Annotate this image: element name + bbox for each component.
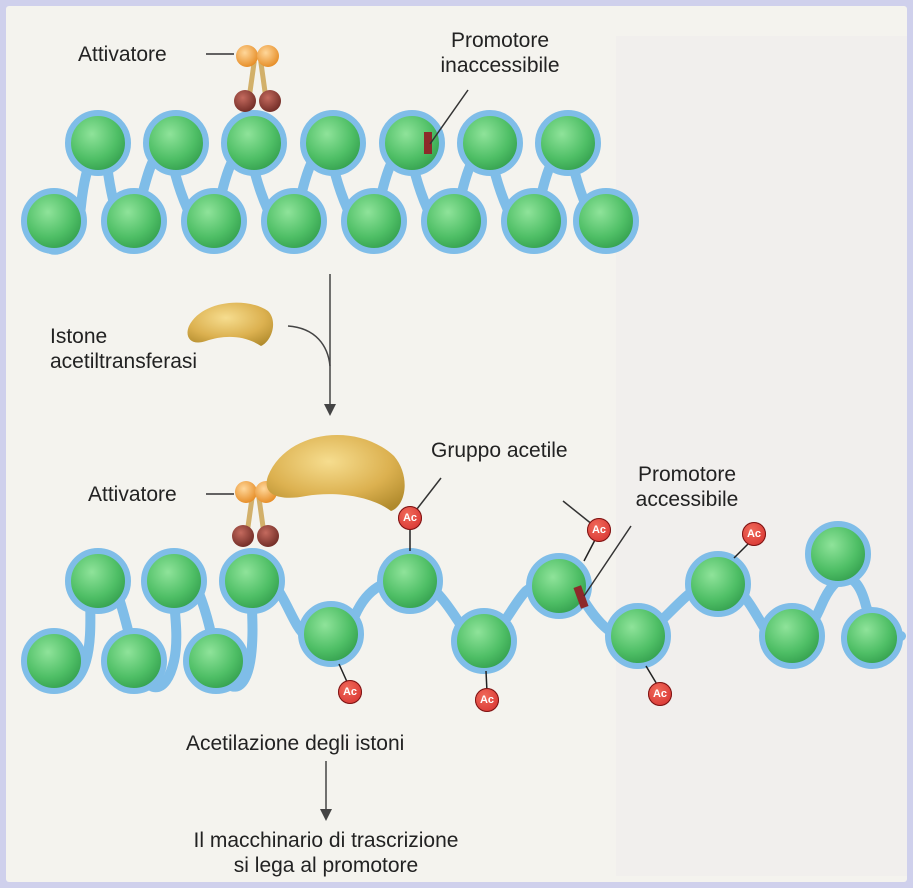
acetyl-tag: Ac <box>398 506 422 530</box>
acetyl-group-pointer-2 <box>563 501 593 525</box>
label-promoter-accessible: Promotore accessibile <box>612 462 762 512</box>
acetyl-tag: Ac <box>475 688 499 712</box>
nucleosome <box>538 113 598 173</box>
nucleosome <box>504 191 564 251</box>
nucleosome <box>24 191 84 251</box>
activator-top <box>234 45 281 112</box>
nucleosome <box>576 191 636 251</box>
transition-arrow-head <box>324 404 336 416</box>
label-machinery-line2: si lega al promotore <box>146 853 506 878</box>
nucleosome <box>104 191 164 251</box>
enzyme-curve-arrow <box>288 326 330 366</box>
nucleosome <box>844 610 900 666</box>
nucleosome <box>222 551 282 611</box>
nucleosome <box>144 551 204 611</box>
nucleosome <box>104 631 164 691</box>
background-page-texture <box>616 36 907 876</box>
nucleosome <box>301 604 361 664</box>
nucleosome <box>224 113 284 173</box>
nucleosome <box>380 551 440 611</box>
label-acetyl-group: Gruppo acetile <box>431 438 568 463</box>
nucleosome <box>688 554 748 614</box>
acetyl-tag: Ac <box>742 522 766 546</box>
label-promoter-inaccessible-line2: inaccessibile <box>420 53 580 78</box>
acetyl-tag: Ac <box>648 682 672 706</box>
label-promoter-accessible-line1: Promotore <box>612 462 762 487</box>
condensed-chromatin <box>24 113 636 251</box>
nucleosome <box>24 631 84 691</box>
acetyl-tag: Ac <box>587 518 611 542</box>
nucleosome <box>460 113 520 173</box>
binding-arrow-head <box>320 809 332 821</box>
nucleosome <box>808 524 868 584</box>
acetyl-group-pointer <box>417 478 441 509</box>
nucleosome <box>382 113 442 173</box>
label-hat: Istone acetiltransferasi <box>50 324 197 374</box>
nucleosome <box>303 113 363 173</box>
label-promoter-inaccessible-line1: Promotore <box>420 28 580 53</box>
label-promoter-accessible-line2: accessibile <box>612 487 762 512</box>
label-machinery: Il macchinario di trascrizione si lega a… <box>146 828 506 878</box>
nucleosome <box>186 631 246 691</box>
label-acetylation: Acetilazione degli istoni <box>186 731 404 756</box>
label-promoter-inaccessible: Promotore inaccessibile <box>420 28 580 78</box>
hat-enzyme-large <box>267 435 405 511</box>
label-hat-line1: Istone <box>50 324 197 349</box>
label-machinery-line1: Il macchinario di trascrizione <box>146 828 506 853</box>
label-activator-top: Attivatore <box>78 42 167 67</box>
nucleosome <box>146 113 206 173</box>
nucleosome <box>424 191 484 251</box>
acetyl-tag: Ac <box>338 680 362 704</box>
nucleosome <box>454 611 514 671</box>
nucleosome <box>68 551 128 611</box>
nucleosome <box>264 191 324 251</box>
nucleosome <box>344 191 404 251</box>
label-hat-line2: acetiltransferasi <box>50 349 197 374</box>
nucleosome <box>184 191 244 251</box>
nucleosome <box>608 606 668 666</box>
label-activator-bottom: Attivatore <box>88 482 177 507</box>
nucleosome <box>68 113 128 173</box>
hat-enzyme-small <box>188 303 274 346</box>
nucleosome <box>762 606 822 666</box>
nucleosome-row-lower <box>24 191 636 251</box>
